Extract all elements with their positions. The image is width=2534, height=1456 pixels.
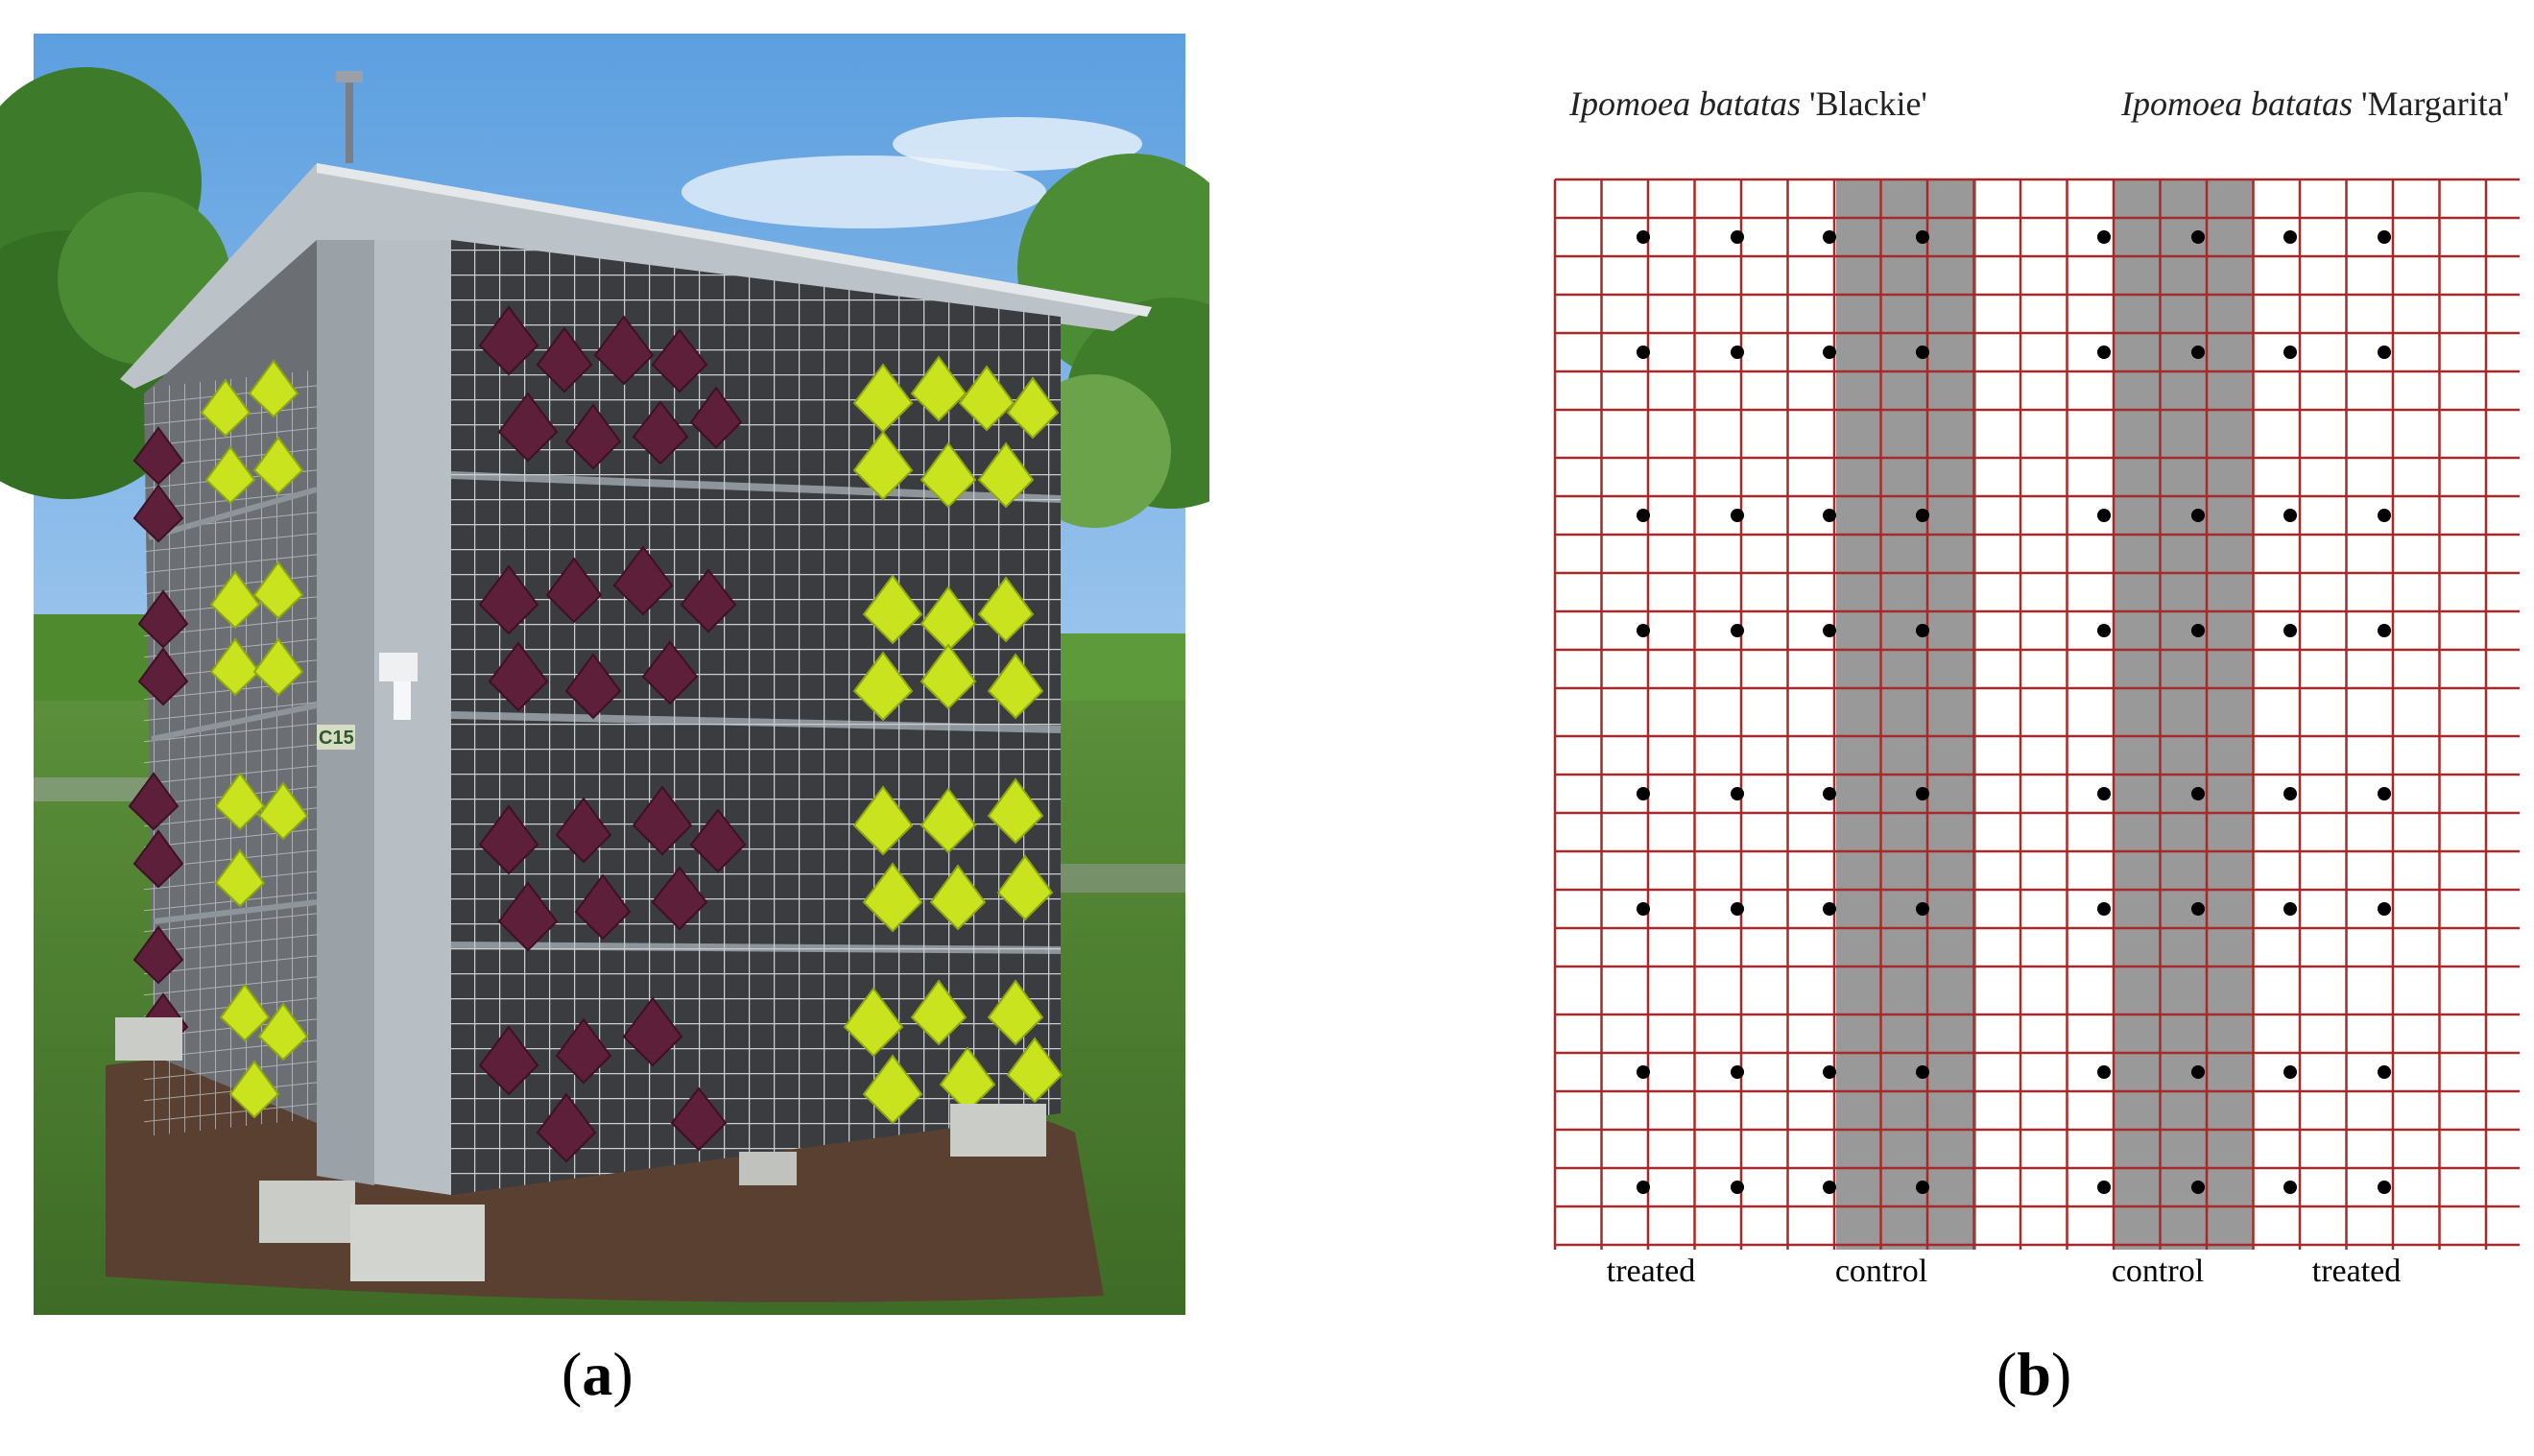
plant-dot: [2097, 230, 2111, 244]
plant-dot: [1916, 346, 1929, 359]
plant-dot: [1916, 902, 1929, 916]
plant-dot: [2283, 902, 2297, 916]
plant-dot: [1823, 346, 1836, 359]
plant-dot: [1823, 230, 1836, 244]
label-treated-right: treated: [2312, 1253, 2402, 1289]
label-control-right: control: [2112, 1253, 2204, 1289]
plant-dot: [1637, 346, 1650, 359]
plant-dot: [2283, 624, 2297, 637]
plant-positions: [1637, 230, 2391, 1194]
plant-dot: [1823, 1065, 1836, 1079]
planting-grid: [1553, 178, 2520, 1250]
plant-dot: [2283, 1065, 2297, 1079]
plant-dot: [2097, 624, 2111, 637]
plant-dot: [2191, 230, 2205, 244]
plant-dot: [1637, 624, 1650, 637]
plant-dot: [2191, 509, 2205, 522]
plant-dot: [2097, 346, 2111, 359]
planting-layout-diagram: Ipomoea batatas 'Blackie' Ipomoea batata…: [1553, 84, 2520, 1289]
plant-dot: [1637, 230, 1650, 244]
plant-dot: [2097, 1181, 2111, 1194]
plant-dot: [1637, 1181, 1650, 1194]
plant-dot: [1731, 1181, 1744, 1194]
cultivar-label-margarita: Ipomoea batatas 'Margarita': [2120, 84, 2509, 123]
green-wall-photo: C15: [0, 34, 1209, 1315]
label-control-left: control: [1835, 1253, 1927, 1289]
plant-dot: [1823, 509, 1836, 522]
plant-dot: [1731, 509, 1744, 522]
plant-dot: [1731, 230, 1744, 244]
plant-dot: [2191, 1181, 2205, 1194]
plant-dot: [2191, 1065, 2205, 1079]
plant-dot: [1916, 230, 1929, 244]
plant-dot: [2378, 787, 2391, 800]
wall-label: C15: [319, 728, 354, 749]
plant-dot: [1637, 902, 1650, 916]
plant-dot: [2191, 346, 2205, 359]
plant-dot: [1823, 1181, 1836, 1194]
plant-dot: [2283, 509, 2297, 522]
plant-dot: [2097, 509, 2111, 522]
plant-dot: [2378, 624, 2391, 637]
plant-dot: [2097, 787, 2111, 800]
plant-dot: [2283, 1181, 2297, 1194]
plant-dot: [2378, 1065, 2391, 1079]
plant-dot: [2283, 787, 2297, 800]
plant-dot: [2378, 1181, 2391, 1194]
label-treated-left: treated: [1607, 1253, 1696, 1289]
plant-dot: [1823, 787, 1836, 800]
plant-dot: [2097, 902, 2111, 916]
plant-dot: [1823, 624, 1836, 637]
plant-dot: [2378, 902, 2391, 916]
plant-dot: [1731, 787, 1744, 800]
plant-dot: [2191, 787, 2205, 800]
caption-a: (a): [562, 1340, 634, 1408]
plant-dot: [1823, 902, 1836, 916]
plant-dot: [1916, 1181, 1929, 1194]
plant-dot: [1637, 787, 1650, 800]
plant-dot: [1916, 624, 1929, 637]
plant-dot: [2378, 230, 2391, 244]
plant-dot: [1731, 624, 1744, 637]
control-column-left: [1836, 179, 1976, 1250]
plant-dot: [2097, 1065, 2111, 1079]
plant-dot: [1916, 1065, 1929, 1079]
plant-dot: [1637, 509, 1650, 522]
plant-dot: [2191, 902, 2205, 916]
plant-dot: [2378, 346, 2391, 359]
cultivar-label-blackie: Ipomoea batatas 'Blackie': [1568, 84, 1927, 123]
plant-dot: [2191, 624, 2205, 637]
plant-dot: [2283, 230, 2297, 244]
plant-dot: [2283, 346, 2297, 359]
control-column-right: [2113, 179, 2253, 1250]
plant-dot: [1731, 902, 1744, 916]
plant-dot: [1731, 346, 1744, 359]
plant-dot: [1916, 509, 1929, 522]
plant-dot: [2378, 509, 2391, 522]
plant-dot: [1637, 1065, 1650, 1079]
plant-dot: [1916, 787, 1929, 800]
caption-b: (b): [1996, 1340, 2072, 1408]
plant-dot: [1731, 1065, 1744, 1079]
